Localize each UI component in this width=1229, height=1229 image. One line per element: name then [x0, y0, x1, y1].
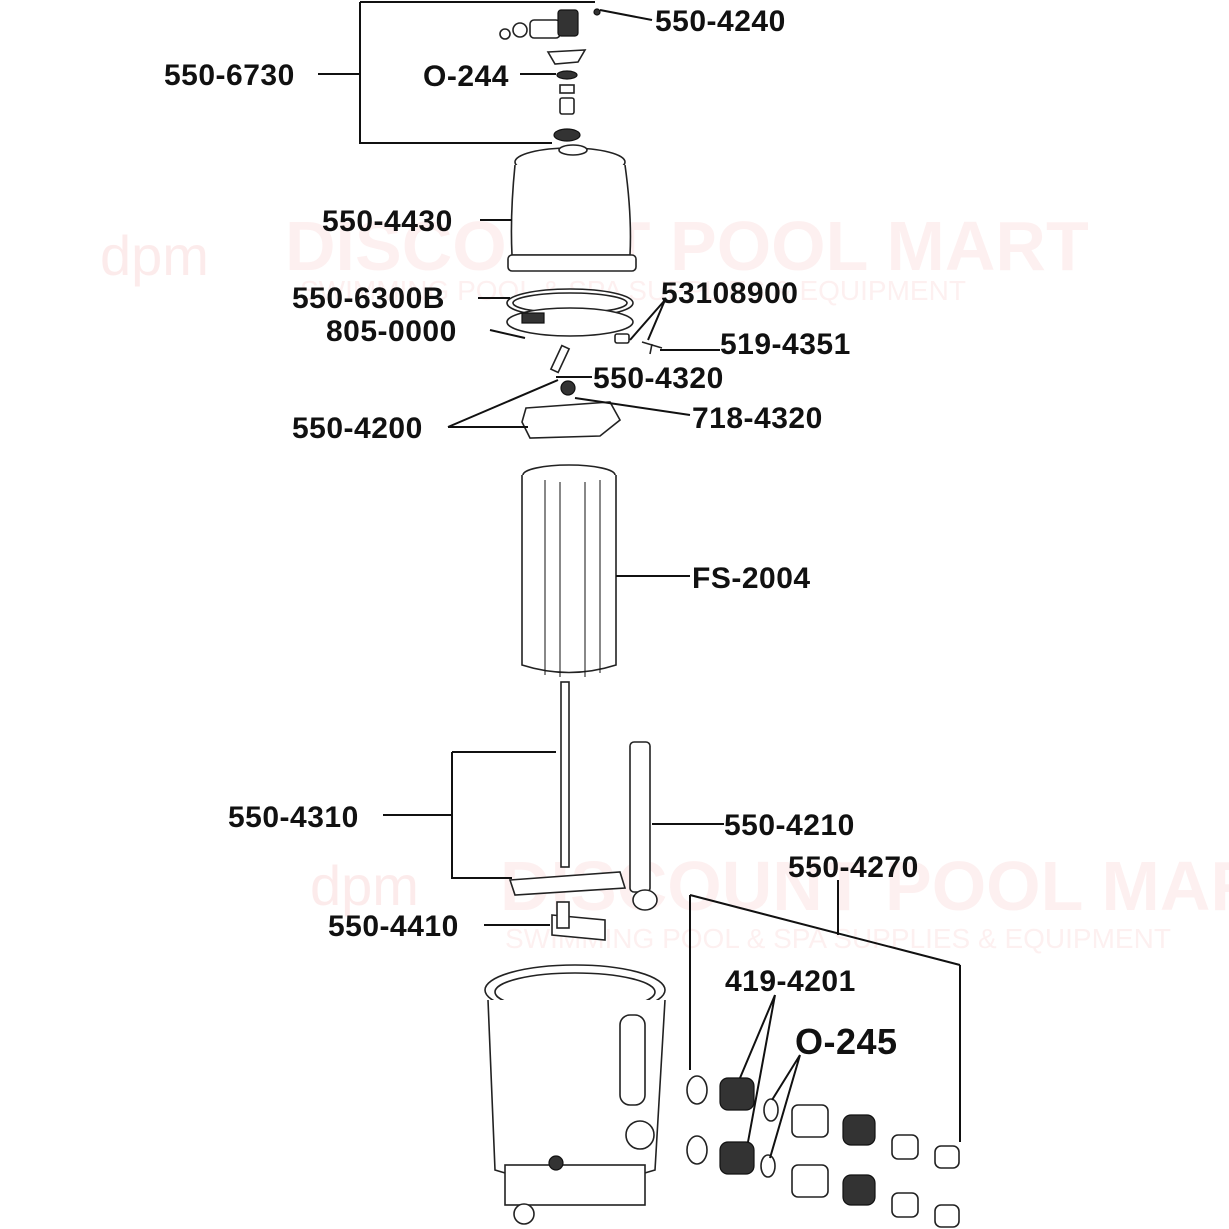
- leader-lines: [318, 1, 961, 1159]
- label-550-4240: 550-4240: [655, 5, 786, 38]
- center-tube-lateral-assembly: [508, 681, 658, 941]
- filter-cartridge: [521, 464, 617, 677]
- clamp-band: [506, 288, 663, 355]
- label-550-4270: 550-4270: [788, 851, 919, 884]
- watermark-logo: dpm: [310, 854, 419, 917]
- label-o-244: O-244: [423, 60, 509, 93]
- label-550-4200: 550-4200: [292, 412, 423, 445]
- top-manifold: [521, 344, 622, 439]
- air-relief-assembly: [499, 8, 601, 142]
- label-419-4201: 419-4201: [725, 965, 856, 998]
- label-550-4430: 550-4430: [322, 205, 453, 238]
- label-550-4410: 550-4410: [328, 910, 459, 943]
- label-805-0000: 805-0000: [326, 315, 457, 348]
- label-550-4210: 550-4210: [724, 809, 855, 842]
- watermark-brand: DISCOUNT POOL MART: [285, 207, 1089, 285]
- label-fs-2004: FS-2004: [692, 562, 811, 595]
- filter-tank: [484, 964, 666, 1225]
- filter-lid: [507, 144, 637, 272]
- label-550-6300b: 550-6300B: [292, 282, 445, 315]
- part-labels: 550-4240 550-6730 O-244 550-4430 550-630…: [164, 5, 919, 1062]
- label-519-4351: 519-4351: [720, 328, 851, 361]
- watermark-logo: dpm: [100, 224, 209, 287]
- label-718-4320: 718-4320: [692, 402, 823, 435]
- label-550-4310: 550-4310: [228, 801, 359, 834]
- label-o-245: O-245: [795, 1021, 898, 1062]
- label-550-6730: 550-6730: [164, 59, 295, 92]
- union-fittings: [686, 1075, 960, 1228]
- watermark-top: dpm DISCOUNT POOL MART SWIMMING POOL & S…: [100, 207, 1089, 306]
- label-53108900: 53108900: [661, 277, 798, 310]
- label-550-4320: 550-4320: [593, 362, 724, 395]
